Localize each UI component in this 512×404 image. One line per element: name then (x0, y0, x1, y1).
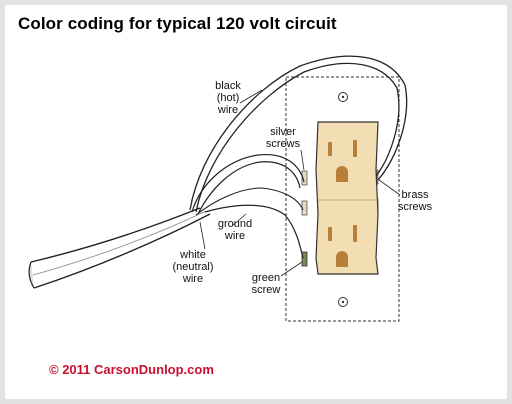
black-hot-wire (189, 55, 408, 211)
duplex-receptacle (315, 121, 379, 275)
diagram-title: Color coding for typical 120 volt circui… (18, 14, 337, 33)
label-silver-screws: silver screws (265, 126, 301, 150)
label-brass-screws: brass screws (397, 189, 433, 213)
label-black-hot-wire: black (hot) wire (215, 80, 241, 116)
white-neutral-wire (191, 153, 305, 213)
green-screw (301, 251, 308, 267)
label-white-neutral-wire: white (neutral) wire (172, 249, 214, 285)
cable-sheath (28, 207, 211, 289)
label-ground-wire: ground wire (217, 218, 253, 242)
top-outlet (328, 140, 357, 182)
copyright-notice: © 2011 CarsonDunlop.com (49, 362, 214, 377)
bottom-mounting-screw (338, 297, 348, 307)
electrical-box-outline (285, 76, 400, 322)
top-mounting-screw (338, 92, 348, 102)
bottom-outlet (328, 225, 357, 267)
label-green-screw: green screw (251, 272, 281, 296)
diagram-canvas: Color coding for typical 120 volt circui… (5, 5, 507, 399)
ground-wire (204, 204, 304, 259)
silver-screw-top (301, 170, 308, 186)
silver-screw-bottom (301, 200, 308, 216)
